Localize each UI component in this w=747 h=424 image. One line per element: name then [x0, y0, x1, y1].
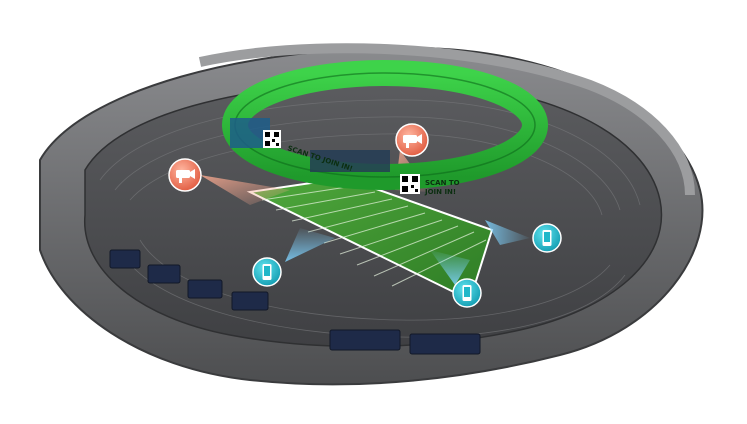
- smartphone-icon: [252, 257, 282, 287]
- screen-text-right-line2: JOIN IN!: [424, 188, 456, 196]
- security-camera-icon: [395, 123, 429, 157]
- phone-beam-right: [485, 220, 530, 245]
- upper-tier-rim: [198, 43, 695, 196]
- smartphone-icon: [452, 278, 482, 308]
- qr-code-left: [263, 130, 281, 148]
- screen-text-right-line1: SCAN TO: [425, 179, 460, 187]
- camera-beam-left: [200, 175, 290, 205]
- phone-beam-bottom: [430, 250, 470, 285]
- phone-beam-left: [285, 228, 335, 262]
- ribbon-screen-ring: SCAN TO JOIN IN! SCAN TO JOIN IN!: [222, 60, 548, 196]
- suite-boxes: [109, 249, 481, 355]
- smartphone-icon: [532, 223, 562, 253]
- qr-code-right: [400, 174, 420, 194]
- security-camera-icon: [168, 158, 202, 192]
